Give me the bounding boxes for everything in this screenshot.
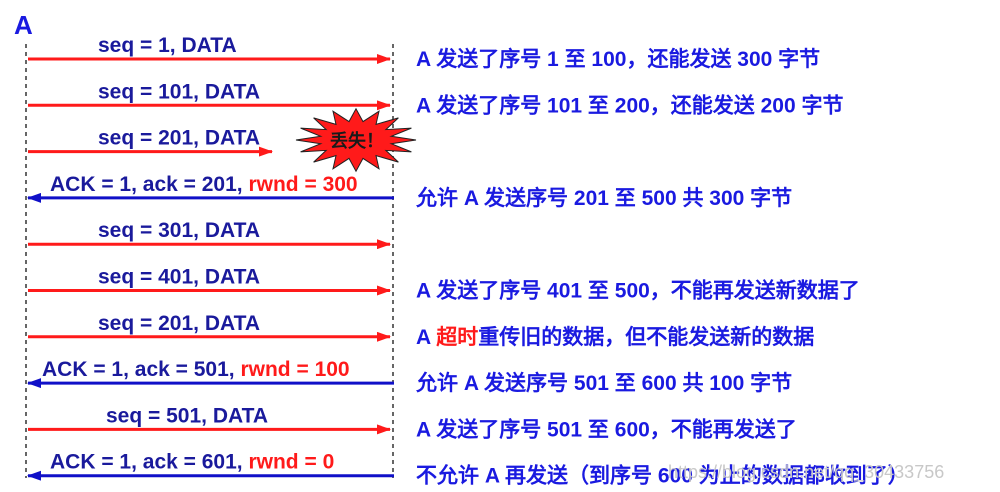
message-row: seq = 1, DATA A 发送了序号 1 至 100，还能发送 300 字节 — [28, 34, 820, 71]
row-description: A 发送了序号 501 至 600，不能再发送了 — [416, 417, 797, 441]
watermark: https://blog.csdn.net/qq_30433756 — [668, 462, 944, 483]
segment-label: seq = 401, DATA — [98, 266, 260, 289]
message-row: seq = 501, DATA A 发送了序号 501 至 600，不能再发送了 — [28, 404, 797, 441]
loss-burst-shape — [295, 107, 417, 173]
segment-label: seq = 201, DATA — [98, 312, 260, 335]
segment-label: seq = 301, DATA — [98, 219, 260, 242]
row-description: 允许 A 发送序号 501 至 600 共 100 字节 — [415, 371, 792, 395]
segment-label: seq = 501, DATA — [106, 404, 268, 427]
segment-label: ACK = 1, ack = 201, rwnd = 300 — [50, 173, 358, 196]
row-description: A 发送了序号 1 至 100，还能发送 300 字节 — [416, 47, 820, 71]
loss-burst-icon: 丢失！ — [295, 107, 417, 173]
row-description: 不允许 A 再发送（到序号 600 为止的数据都收到了） — [416, 464, 909, 488]
host-a-label: A — [14, 10, 33, 40]
message-row: seq = 201, DATA A 超时重传旧的数据，但不能发送新的数据 — [28, 312, 814, 349]
loss-badge-text: 丢失！ — [330, 130, 384, 152]
segment-label: ACK = 1, ack = 601, rwnd = 0 — [50, 451, 334, 474]
segment-label: ACK = 1, ack = 501, rwnd = 100 — [42, 358, 350, 381]
row-description: A 发送了序号 401 至 500，不能再发送新数据了 — [416, 279, 860, 303]
row-description: A 超时重传旧的数据，但不能发送新的数据 — [416, 325, 814, 349]
row-description: 允许 A 发送序号 201 至 500 共 300 字节 — [415, 186, 792, 210]
message-row: ACK = 1, ack = 201, rwnd = 300 允许 A 发送序号 … — [27, 173, 792, 210]
row-description: A 发送了序号 101 至 200，还能发送 200 字节 — [416, 93, 844, 117]
message-row: seq = 101, DATA A 发送了序号 101 至 200，还能发送 20… — [28, 80, 844, 117]
message-row: ACK = 1, ack = 501, rwnd = 100 允许 A 发送序号 … — [27, 358, 792, 395]
segment-label: seq = 1, DATA — [98, 34, 237, 57]
message-row: ACK = 1, ack = 601, rwnd = 0 不允许 A 再发送（到序… — [27, 451, 909, 488]
message-row: seq = 201, DATA — [28, 127, 273, 157]
segment-label: seq = 101, DATA — [98, 80, 260, 103]
segment-label: seq = 201, DATA — [98, 127, 260, 150]
message-rows: seq = 1, DATA A 发送了序号 1 至 100，还能发送 300 字节… — [27, 34, 909, 488]
message-row: seq = 401, DATA A 发送了序号 401 至 500，不能再发送新数… — [28, 266, 860, 303]
message-row: seq = 301, DATA — [28, 219, 391, 250]
